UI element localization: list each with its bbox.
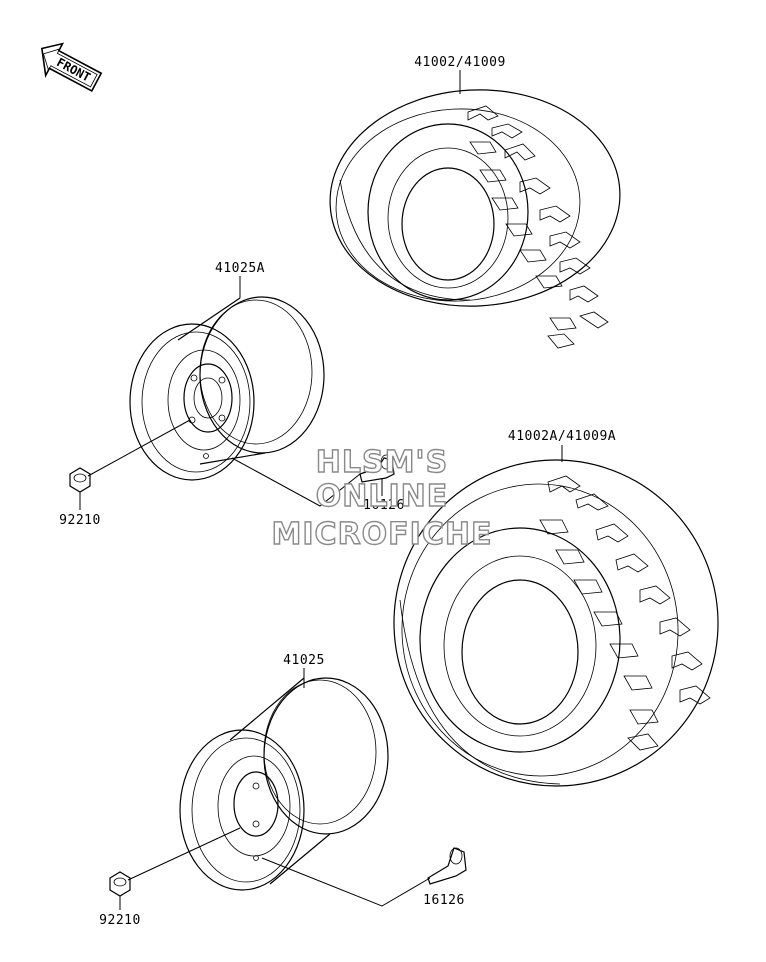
label-wheel-front: 41025A xyxy=(215,261,265,276)
label-valve-rear: 16126 xyxy=(423,893,465,908)
label-tire-rear: 41002A/41009A xyxy=(508,429,616,444)
tire-rear xyxy=(393,459,719,787)
label-nut-front: 92210 xyxy=(59,513,101,528)
watermark-line1: HLSM'S xyxy=(316,445,448,480)
valve-front xyxy=(359,454,395,483)
label-nut-rear: 92210 xyxy=(99,913,141,928)
wheel-rear xyxy=(179,677,389,891)
watermark-line2: ONLINE xyxy=(316,479,449,514)
watermark-line3: MICROFICHE xyxy=(272,517,493,552)
label-valve-front: 16126 xyxy=(363,498,405,513)
valve-rear xyxy=(427,847,467,885)
label-wheel-rear: 41025 xyxy=(283,653,325,668)
front-arrow-icon: FRONT xyxy=(40,42,103,92)
nut-rear xyxy=(109,871,131,897)
leader-lines xyxy=(79,70,563,910)
wheel-front xyxy=(129,296,325,481)
tire-front xyxy=(329,89,621,349)
nut-front xyxy=(69,467,91,493)
watermark: HLSM'S ONLINE MICROFICHE xyxy=(271,444,493,552)
label-tire-front: 41002/41009 xyxy=(414,55,506,70)
